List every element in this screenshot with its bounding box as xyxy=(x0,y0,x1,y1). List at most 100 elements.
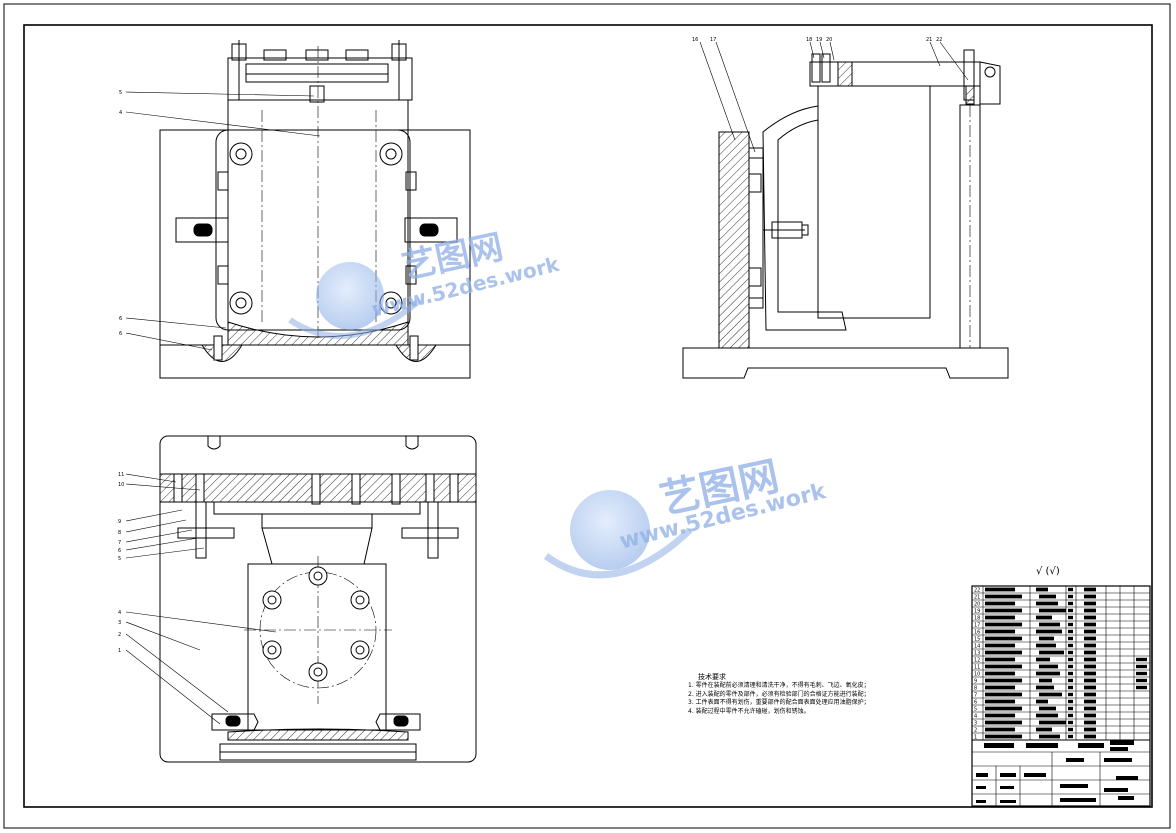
parts-row-name xyxy=(985,713,1015,718)
top-view xyxy=(159,435,477,763)
parts-row-code xyxy=(1039,650,1064,655)
parts-row-qty xyxy=(1068,734,1073,739)
parts-row-material xyxy=(1084,650,1096,655)
parts-row-material xyxy=(1084,601,1096,606)
parts-row-qty xyxy=(1068,650,1073,655)
parts-row-name xyxy=(985,643,1015,648)
parts-row-code xyxy=(1039,636,1054,641)
balloon-front-6a: 6 xyxy=(119,316,122,322)
parts-row-remark xyxy=(1136,671,1147,676)
balloon-top-6: 6 xyxy=(118,548,121,554)
parts-row-material xyxy=(1084,643,1096,648)
parts-row-number: 18 xyxy=(974,616,980,622)
parts-row-name xyxy=(985,664,1022,669)
parts-row-material xyxy=(1084,594,1096,599)
parts-row-material xyxy=(1084,664,1096,669)
parts-row-number: 7 xyxy=(974,693,977,699)
parts-row-number: 6 xyxy=(974,700,977,706)
note-line-1: 1. 零件在装配前必须清理和清洗干净，不得有毛刺、飞边、氧化皮； xyxy=(688,682,870,689)
parts-row-number: 1 xyxy=(974,735,977,741)
parts-row-name xyxy=(985,685,1015,690)
balloon-side-20: 20 xyxy=(826,37,832,43)
parts-row-name xyxy=(985,594,1022,599)
parts-row-code xyxy=(1036,615,1052,620)
parts-row-number: 14 xyxy=(974,644,980,650)
parts-row-remark xyxy=(1136,685,1147,690)
parts-row-code xyxy=(1036,671,1060,676)
balloon-top-10: 10 xyxy=(118,482,124,488)
parts-row-material xyxy=(1084,699,1096,704)
parts-row-qty xyxy=(1068,643,1073,648)
parts-row-qty xyxy=(1068,594,1073,599)
parts-row-material xyxy=(1084,685,1096,690)
inner-border xyxy=(23,24,1153,808)
balloon-side-22: 22 xyxy=(936,37,942,43)
watermark-logo-1 xyxy=(288,262,422,339)
balloon-side-19: 19 xyxy=(816,37,822,43)
parts-row-number: 2 xyxy=(974,728,977,734)
title-block-entries xyxy=(976,740,1138,803)
parts-row-qty xyxy=(1068,629,1073,634)
parts-row-qty xyxy=(1068,720,1073,725)
parts-row-qty xyxy=(1068,692,1073,697)
parts-row-remark xyxy=(1136,664,1147,669)
note-line-3: 3. 工件表面不得有划伤，重要部件的配合面表面处理应用油脂保护； xyxy=(688,699,870,706)
parts-row-material xyxy=(1084,713,1096,718)
roughness-symbol: √ (√) xyxy=(1036,566,1060,577)
balloon-top-1: 1 xyxy=(118,648,121,654)
parts-row-code xyxy=(1039,622,1060,627)
side-view-leaders xyxy=(699,41,969,153)
parts-row-material xyxy=(1084,706,1096,711)
parts-row-number: 16 xyxy=(974,630,980,636)
parts-row-code xyxy=(1039,692,1062,697)
parts-row-name xyxy=(985,650,1022,655)
balloon-top-5: 5 xyxy=(118,556,121,562)
parts-row-number: 17 xyxy=(974,623,980,629)
parts-row-material xyxy=(1084,608,1096,613)
parts-row-code xyxy=(1039,678,1052,683)
front-view-leaders xyxy=(125,91,321,351)
parts-row-code xyxy=(1039,734,1060,739)
parts-row-material xyxy=(1084,657,1096,662)
notes-title: 技术要求 xyxy=(698,673,726,681)
parts-row-name xyxy=(985,734,1022,739)
parts-row-number: 13 xyxy=(974,651,980,657)
parts-row-name xyxy=(985,601,1015,606)
parts-row-remark xyxy=(1136,678,1147,683)
technical-requirements: 技术要求 1. 零件在装配前必须清理和清洗干净，不得有毛刺、飞边、氧化皮； 2.… xyxy=(688,672,870,716)
balloon-front-5: 5 xyxy=(119,90,122,96)
parts-row-qty xyxy=(1068,727,1073,732)
parts-row-code xyxy=(1036,629,1062,634)
parts-row-code xyxy=(1036,713,1058,718)
parts-row-name xyxy=(985,608,1022,613)
parts-row-name xyxy=(985,706,1022,711)
parts-row-name xyxy=(985,615,1015,620)
parts-row-number: 10 xyxy=(974,672,980,678)
parts-row-qty xyxy=(1068,699,1073,704)
parts-row-qty xyxy=(1068,657,1073,662)
parts-row-name xyxy=(985,622,1022,627)
parts-row-number: 12 xyxy=(974,658,980,664)
parts-row-name xyxy=(985,727,1015,732)
parts-row-qty xyxy=(1068,636,1073,641)
parts-row-material xyxy=(1084,636,1096,641)
balloon-top-9: 9 xyxy=(118,519,121,525)
parts-row-number: 8 xyxy=(974,686,977,692)
parts-row-code xyxy=(1039,706,1056,711)
parts-row-qty xyxy=(1068,706,1073,711)
parts-row-code xyxy=(1036,643,1056,648)
parts-row-name xyxy=(985,657,1015,662)
parts-row-remark xyxy=(1136,657,1147,662)
parts-row-number: 3 xyxy=(974,721,977,727)
parts-row-material xyxy=(1084,727,1096,732)
balloon-top-2: 2 xyxy=(118,632,121,638)
parts-row-qty xyxy=(1068,664,1073,669)
parts-row-number: 15 xyxy=(974,637,980,643)
watermark-logo-2 xyxy=(543,490,693,579)
balloon-top-4: 4 xyxy=(118,610,121,616)
parts-row-code xyxy=(1036,657,1050,662)
balloon-top-3: 3 xyxy=(118,620,121,626)
parts-row-name xyxy=(985,671,1015,676)
parts-row-material xyxy=(1084,720,1096,725)
